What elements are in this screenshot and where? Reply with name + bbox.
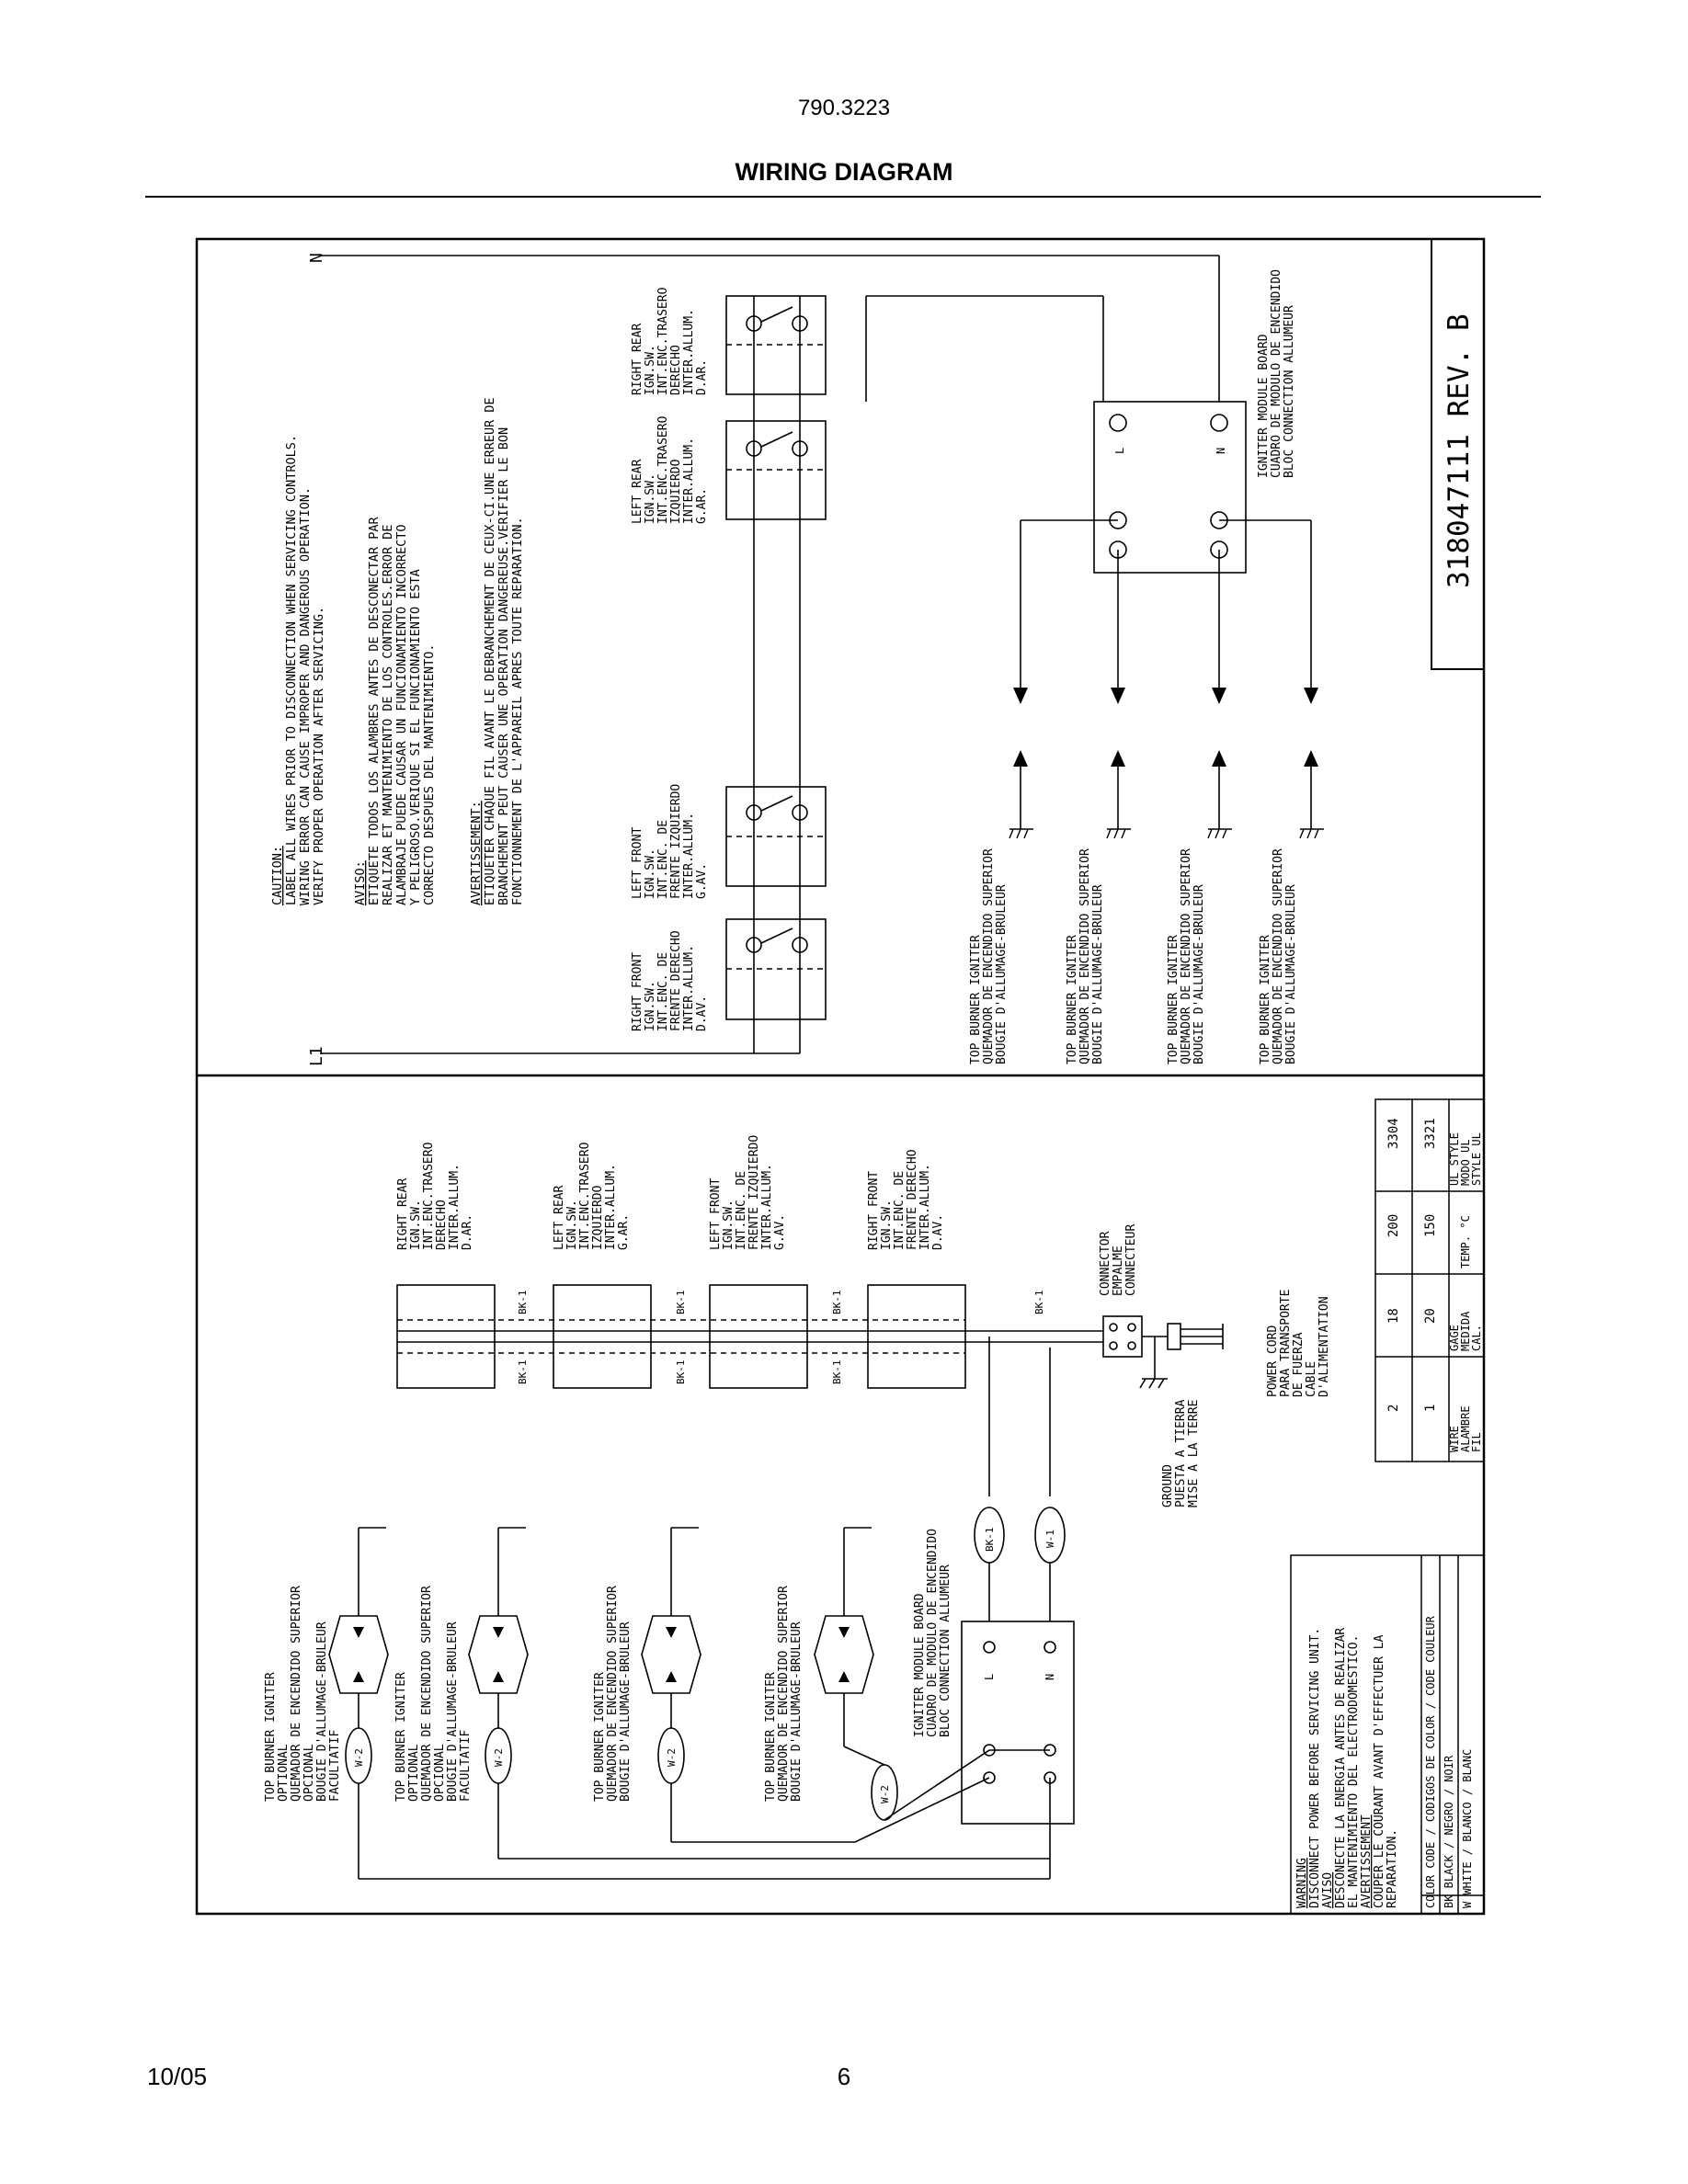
module-board-bottom xyxy=(961,1621,1075,1825)
caution-block: CAUTION: LABEL ALL WIRES PRIOR TO DISCON… xyxy=(270,427,326,905)
table-gage-18: 18 xyxy=(1386,1308,1401,1324)
avertissement-block: AVERTISSEMENT: ETIQUETER CHAQUE FIL AVAN… xyxy=(469,390,525,905)
module-terminal-l-bottom: L xyxy=(983,1674,996,1680)
page-number: 6 xyxy=(837,2063,851,2090)
igniter-2-bottom xyxy=(468,1527,529,1859)
aviso-block: AVISO: ETIQUETE TODOS LOS ALAMBRES ANTES… xyxy=(353,509,437,905)
igniter-label-4: TOP BURNER IGNITER QUEMADOR DE ENCENDIDO… xyxy=(1259,841,1298,1064)
igniter-3-bottom xyxy=(641,1527,701,1842)
warning-box xyxy=(1290,1554,1485,1915)
line-terminal-label: L1 xyxy=(307,1046,326,1066)
bk1-tag-text: BK-1 xyxy=(984,1528,996,1553)
table-style-3304: 3304 xyxy=(1386,1118,1401,1149)
block-left-front xyxy=(709,1284,808,1389)
bk1-label-5: BK-1 xyxy=(831,1291,843,1315)
module-label-top: IGNITER MODULE BOARD CUADRO DE MODULO DE… xyxy=(1257,262,1296,478)
page-title: WIRING DIAGRAM xyxy=(735,158,953,186)
label-left-front-top: LEFT FRONT IGN.SW. INT.ENC. DE FRENTE IZ… xyxy=(631,777,709,899)
module-board-top xyxy=(1093,401,1247,574)
module-terminal-n-top: N xyxy=(1215,448,1227,454)
table-wire-1: 1 xyxy=(1423,1405,1438,1412)
label-right-front-bottom: RIGHT FRONT IGN.SW. INT.ENC. DE FRENTE D… xyxy=(867,1143,945,1250)
model-number: 790.3223 xyxy=(797,96,891,120)
bk1-label-3: BK-1 xyxy=(675,1291,687,1315)
footer-date: 10/05 xyxy=(147,2063,208,2090)
power-cord-plug xyxy=(1167,1323,1181,1350)
igniter-arrows-bottom xyxy=(353,1627,850,1682)
w2-tag-1: W-2 xyxy=(353,1748,365,1767)
igniter-arrows xyxy=(1013,688,1318,767)
label-left-rear-bottom: LEFT REAR IGN.SW. INT.ENC.TRASERO IZQUIE… xyxy=(553,1135,631,1250)
ground-symbols-top xyxy=(1009,828,1324,839)
module-terminal-n-bottom: N xyxy=(1044,1674,1056,1680)
part-number-box xyxy=(1431,238,1485,670)
igniter-opt-label-1: TOP BURNER IGNITER OPTIONAL QUEMADOR DE … xyxy=(264,1578,342,1802)
label-right-rear-bottom: RIGHT REAR IGN.SW. INT.ENC.TRASERO DEREC… xyxy=(396,1135,474,1250)
connector xyxy=(1102,1315,1143,1358)
bk1-label-4: BK-1 xyxy=(675,1360,687,1385)
module-label-bottom: IGNITER MODULE BOARD CUADRO DE MODULO DE… xyxy=(913,1521,952,1737)
pictorial-section xyxy=(328,1284,1224,1880)
table-temp-150: 150 xyxy=(1423,1214,1438,1237)
wire-spec-table xyxy=(1374,1098,1485,1462)
w2-tag-3: W-2 xyxy=(666,1748,678,1767)
label-right-rear-top: RIGHT REAR IGN.SW. INT.ENC.TRASERO DEREC… xyxy=(631,280,709,395)
part-number: 318047111 REV. B xyxy=(1443,313,1476,588)
bk1-label-6: BK-1 xyxy=(831,1360,843,1385)
block-right-front xyxy=(867,1284,966,1389)
power-cord-label: POWER CORD PARA TRANSPORTE DE FUERZA CAB… xyxy=(1266,1282,1331,1397)
schematic-section xyxy=(320,255,1312,1054)
block-left-rear xyxy=(553,1284,652,1389)
w2-tag-4: W-2 xyxy=(879,1785,891,1803)
bk1-label-1: BK-1 xyxy=(517,1291,529,1315)
block-right-rear xyxy=(396,1284,496,1389)
igniter-label-1: TOP BURNER IGNITER QUEMADOR DE ENCENDIDO… xyxy=(969,841,1009,1064)
table-gage-20: 20 xyxy=(1423,1308,1438,1324)
neutral-terminal-label: N xyxy=(307,253,326,263)
table-gage-header: GAGE MEDIDA CAL. xyxy=(1448,1304,1483,1351)
w2-tag-2: W-2 xyxy=(493,1748,505,1767)
color-code-text: COLOR CODE / CODIGOS DE COLOR / CODE COU… xyxy=(1424,1610,1474,1908)
module-terminal-l-top: L xyxy=(1113,448,1126,454)
igniter-1-bottom xyxy=(328,1527,389,1879)
table-wire-header: WIRE ALAMBRE FIL xyxy=(1448,1399,1483,1452)
ground-label: GROUND PUESTA A TIERRA MISE A LA TERRE xyxy=(1161,1393,1201,1507)
bk1-label-7: BK-1 xyxy=(1033,1291,1045,1315)
table-style-3321: 3321 xyxy=(1423,1118,1438,1149)
label-right-front-top: RIGHT FRONT IGN.SW. INT.ENC. DE FRENTE D… xyxy=(631,924,709,1031)
igniter-label-3: TOP BURNER IGNITER QUEMADOR DE ENCENDIDO… xyxy=(1167,841,1206,1064)
header-divider xyxy=(145,196,1541,198)
igniter-4-bottom xyxy=(814,1527,898,1821)
igniter-label-bottom-4: TOP BURNER IGNITER QUEMADOR DE ENCENDIDO… xyxy=(764,1578,804,1802)
table-wire-2: 2 xyxy=(1386,1405,1401,1412)
table-temp-header: TEMP. °C xyxy=(1459,1215,1472,1268)
table-style-header: UL STYLE MODO UL STYLE UL xyxy=(1448,1126,1483,1186)
igniter-label-2: TOP BURNER IGNITER QUEMADOR DE ENCENDIDO… xyxy=(1066,841,1105,1064)
label-left-front-bottom: LEFT FRONT IGN.SW. INT.ENC. DE FRENTE IZ… xyxy=(709,1128,787,1250)
connector-label: CONNECTOR EMPALME CONNECTEUR xyxy=(1099,1224,1138,1296)
warning-text: WARNING DISCONNECT POWER BEFORE SERVICIN… xyxy=(1295,1621,1399,1908)
label-left-rear-top: LEFT REAR IGN.SW. INT.ENC.TRASERO IZQUIE… xyxy=(631,409,709,524)
table-temp-200: 200 xyxy=(1386,1214,1401,1237)
igniter-label-bottom-3: TOP BURNER IGNITER QUEMADOR DE ENCENDIDO… xyxy=(593,1578,633,1802)
bk1-label-2: BK-1 xyxy=(517,1360,529,1385)
w1-tag-text: W-1 xyxy=(1044,1530,1056,1548)
igniter-opt-label-2: TOP BURNER IGNITER OPTIONAL QUEMADOR DE … xyxy=(394,1578,473,1802)
